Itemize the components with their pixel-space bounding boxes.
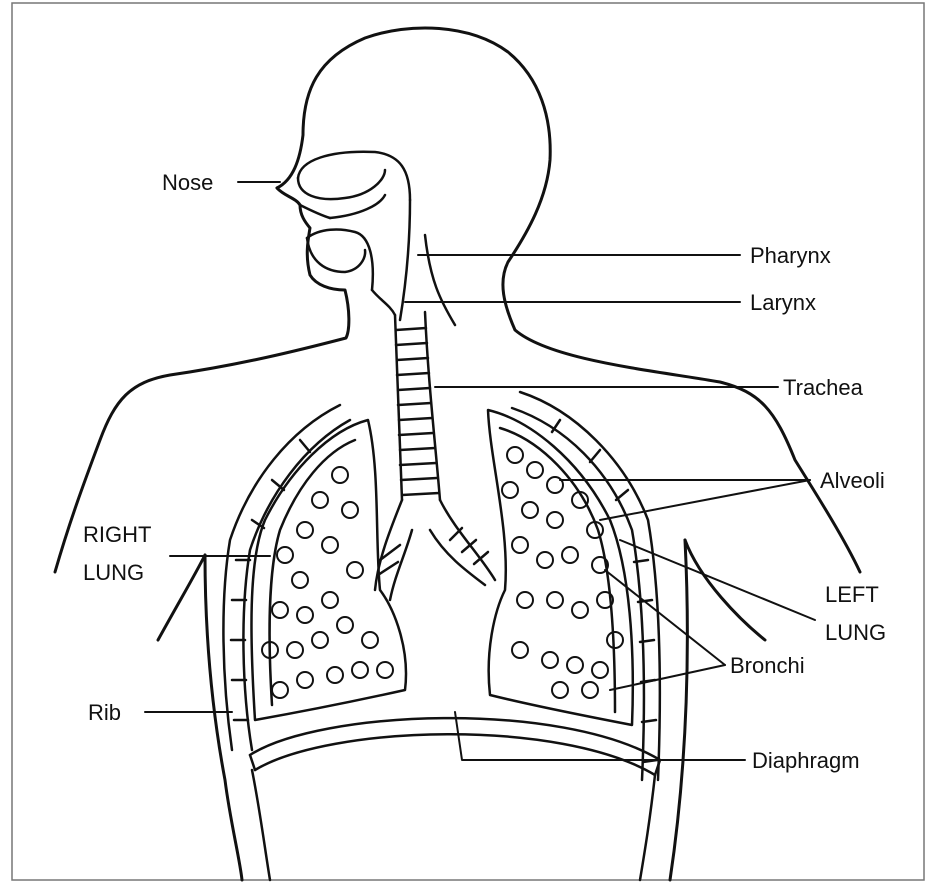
label-larynx: Larynx xyxy=(750,290,816,315)
rib-cage xyxy=(223,392,659,780)
label-right-lung-2: LUNG xyxy=(83,560,144,585)
label-nose: Nose xyxy=(162,170,213,195)
label-right-lung-1: RIGHT xyxy=(83,522,151,547)
label-alveoli: Alveoli xyxy=(820,468,885,493)
label-pharynx: Pharynx xyxy=(750,243,831,268)
label-left-lung-2: LUNG xyxy=(825,620,886,645)
body-outline xyxy=(55,28,860,880)
label-left-lung-1: LEFT xyxy=(825,582,879,607)
label-trachea: Trachea xyxy=(783,375,864,400)
trachea-tube xyxy=(375,312,495,600)
airway-upper xyxy=(298,152,455,325)
leader-lines xyxy=(145,182,815,760)
right-lung xyxy=(251,420,406,720)
label-bronchi: Bronchi xyxy=(730,653,805,678)
label-rib: Rib xyxy=(88,700,121,725)
diaphragm-shape xyxy=(250,718,660,880)
right-lung-alveoli xyxy=(262,467,393,698)
left-lung-alveoli xyxy=(502,447,623,698)
label-diaphragm: Diaphragm xyxy=(752,748,860,773)
